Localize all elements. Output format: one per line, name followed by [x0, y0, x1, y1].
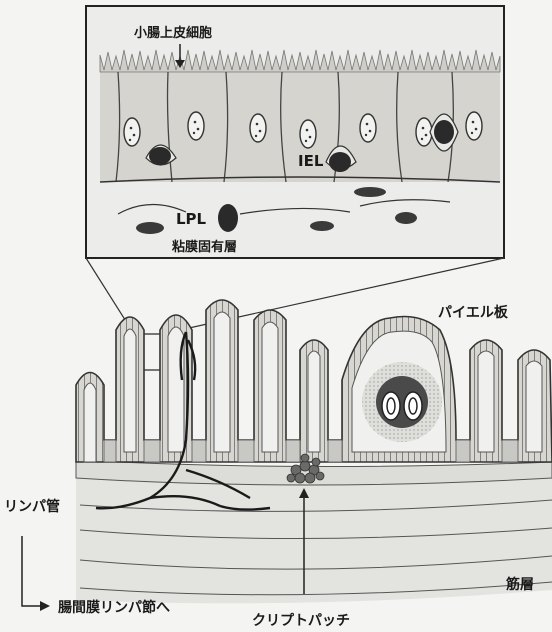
mesenteric-arrow-head [40, 601, 50, 611]
muscle-layer-area [76, 470, 552, 603]
label-peyers-patch: パイエル板 [438, 302, 508, 322]
magnified-inset [86, 6, 504, 258]
label-cryptopatch: クリプトパッチ [252, 610, 350, 630]
mesenteric-arrow [22, 536, 42, 606]
label-lamina-propria: 粘膜固有層 [172, 236, 237, 255]
label-mesenteric-node: 腸間膜リンパ節へ [58, 597, 170, 617]
label-lpl: LPL [176, 210, 206, 228]
label-iel: IEL [298, 152, 323, 170]
label-muscle-layer: 筋層 [506, 574, 534, 594]
intestinal-wall [76, 300, 552, 603]
peyers-patch-follicle [362, 362, 442, 442]
label-lymph-vessel: リンパ管 [4, 496, 60, 516]
label-epithelial-cell: 小腸上皮細胞 [134, 22, 212, 41]
